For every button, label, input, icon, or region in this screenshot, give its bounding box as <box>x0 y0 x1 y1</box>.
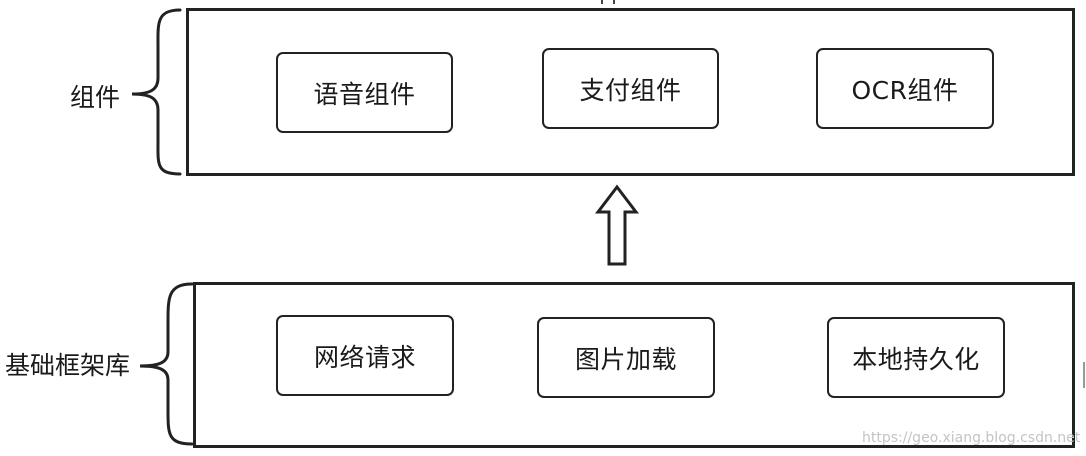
component-layer-brace <box>131 8 182 176</box>
payment-component-box: 支付组件 <box>542 48 719 129</box>
right-edge-mark <box>1083 362 1086 388</box>
watermark-text: https://geo.xiang.blog.csdn.net <box>862 430 1081 446</box>
image-loading-box: 图片加载 <box>537 317 715 398</box>
network-request-box: 网络请求 <box>276 315 454 396</box>
ocr-component-box: OCR组件 <box>816 48 994 129</box>
local-persistence-box: 本地持久化 <box>827 317 1005 398</box>
voice-component-box: 语音组件 <box>276 52 453 133</box>
dependency-arrow <box>594 184 640 266</box>
foundation-layer-brace <box>139 282 194 446</box>
foundation-layer-label: 基础框架库 <box>5 351 131 380</box>
component-layer-label: 组件 <box>70 83 121 112</box>
top-connector-mark <box>601 0 615 4</box>
